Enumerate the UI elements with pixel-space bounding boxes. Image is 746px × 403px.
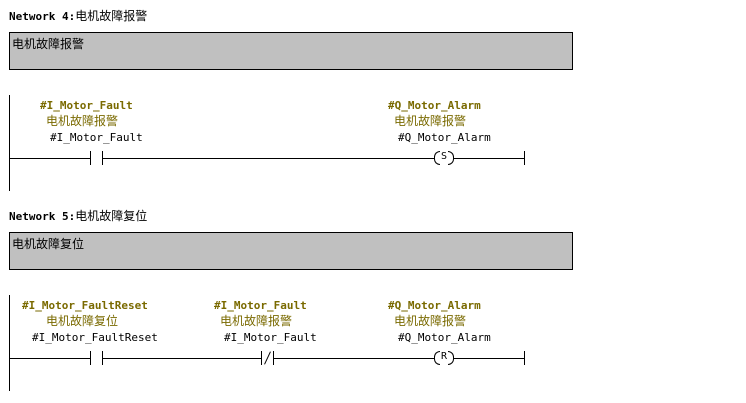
n5-coil-symbol: #Q_Motor_Alarm: [388, 299, 481, 312]
n4-coil-address: #Q_Motor_Alarm: [398, 131, 491, 144]
network-5-power-rail: [9, 295, 10, 391]
network-4-header: Network 4:电机故障报警: [9, 9, 148, 23]
n4-coil-symbol: #Q_Motor_Alarm: [388, 99, 481, 112]
n5-end-mark: [524, 351, 525, 365]
n5-contact1-address: #I_Motor_FaultReset: [32, 331, 158, 344]
network-4-comment[interactable]: 电机故障报警: [9, 32, 573, 70]
n4-coil-letter: S: [441, 151, 448, 162]
n4-wire-middle: [102, 158, 434, 159]
n5-contact2-address: #I_Motor_Fault: [224, 331, 317, 344]
network-4-power-rail: [9, 95, 10, 191]
n4-contact-address: #I_Motor_Fault: [50, 131, 143, 144]
n5-wire-middle-1: [102, 358, 261, 359]
n5-contact2-comment: 电机故障报警: [220, 314, 293, 328]
network-4-label: Network 4: [9, 10, 69, 23]
n5-coil-address: #Q_Motor_Alarm: [398, 331, 491, 344]
n5-wire-right: [454, 358, 524, 359]
network-5-title: 电机故障复位: [75, 209, 148, 223]
n5-coil-comment: 电机故障报警: [394, 314, 467, 328]
n4-contact-symbol: #I_Motor_Fault: [40, 99, 133, 112]
network-5-label: Network 5: [9, 210, 69, 223]
n5-contact1-symbol: #I_Motor_FaultReset: [22, 299, 148, 312]
n4-coil-comment: 电机故障报警: [394, 114, 467, 128]
n5-contact1-comment: 电机故障复位: [46, 314, 119, 328]
n4-end-mark: [524, 151, 525, 165]
n4-wire-right: [454, 158, 524, 159]
n5-contact2-symbol: #I_Motor_Fault: [214, 299, 307, 312]
n5-wire-middle-2: [273, 358, 434, 359]
network-4-title: 电机故障报警: [75, 9, 148, 23]
n5-wire-left: [9, 358, 90, 359]
n4-contact-comment: 电机故障报警: [46, 114, 119, 128]
network-5-comment[interactable]: 电机故障复位: [9, 232, 573, 270]
n4-wire-left: [9, 158, 90, 159]
network-5-header: Network 5:电机故障复位: [9, 209, 148, 223]
n5-coil-letter: R: [441, 351, 448, 362]
